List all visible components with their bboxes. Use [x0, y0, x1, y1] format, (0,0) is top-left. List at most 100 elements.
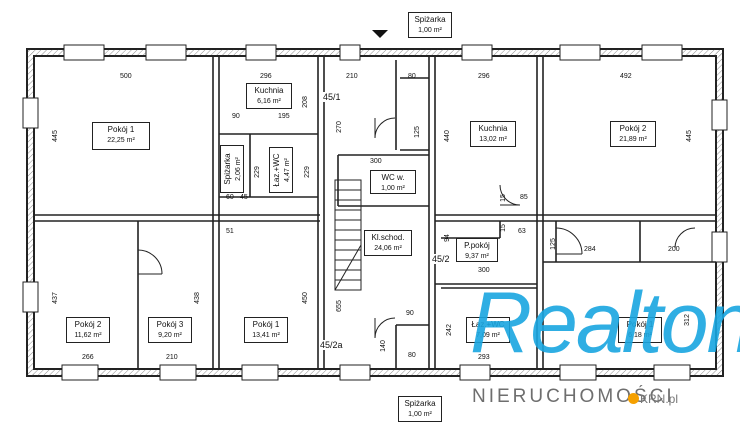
room-name: Pokój 1	[107, 125, 135, 134]
dimension-label: 500	[120, 73, 132, 80]
dimension-label: 242	[445, 324, 453, 336]
room-area: 4,47 m²	[284, 158, 291, 182]
dimension-label: 15	[499, 194, 507, 202]
room-name: Spiżarka	[404, 399, 436, 408]
room-kuchnia-e: Kuchnia 13,02 m²	[470, 121, 516, 147]
room-area: 22,25 m²	[107, 137, 135, 144]
dimension-label: 80	[408, 352, 416, 359]
dimension-label: 94	[443, 234, 451, 242]
dimension-label: 296	[260, 73, 272, 80]
room-area: 13,02 m²	[479, 136, 507, 143]
unit-label: 45/2	[432, 254, 450, 264]
dimension-label: 63	[518, 228, 526, 235]
dimension-label: 90	[406, 310, 414, 317]
room-area: 7,09 m²	[476, 332, 500, 339]
dimension-label: 440	[443, 130, 451, 142]
dimension-label: 284	[584, 246, 596, 253]
room-kuchnia-w: Kuchnia 6,16 m²	[246, 83, 292, 109]
room-name: Kuchnia	[254, 86, 284, 95]
room-lazienka-w: Łaz.+WC 4,47 m²	[269, 147, 293, 193]
room-pokoj2-ne: Pokój 2 21,89 m²	[610, 121, 656, 147]
room-name: Kl.schod.	[371, 233, 405, 242]
room-name: Pokój 1	[252, 320, 280, 329]
wall-hatch	[27, 49, 723, 376]
room-spizarka-bottom: Spiżarka 1,00 m²	[398, 396, 442, 422]
dimension-label: 300	[370, 158, 382, 165]
dimension-label: 15	[499, 224, 507, 232]
room-spizarka-w: Spiżarka 2,06 m²	[220, 145, 244, 193]
dimension-label: 450	[301, 292, 309, 304]
dimension-label: 438	[193, 292, 201, 304]
room-name: Pokój 2	[619, 124, 647, 133]
room-pokoj1-s: Pokój 1 13,41 m²	[244, 317, 288, 343]
room-area: 2,06 m²	[235, 157, 242, 181]
room-area: 1,00 m²	[381, 185, 405, 192]
dimension-label: 270	[335, 121, 343, 133]
dimension-label: 60	[226, 194, 234, 201]
dimension-label: 80	[408, 73, 416, 80]
room-pokoj1-se: Pokój 1 6,18 m²	[618, 317, 662, 343]
dimension-label: 492	[620, 73, 632, 80]
dimension-label: 200	[668, 246, 680, 253]
room-area: 6,16 m²	[257, 98, 281, 105]
room-ppokoj: P.pokój 9,37 m²	[456, 238, 498, 262]
unit-label: 45/1	[323, 92, 341, 102]
room-name: WC w.	[381, 173, 405, 182]
realton-watermark: Realton NIERUCHOMOŚCI	[470, 278, 740, 429]
dimension-label: 445	[685, 130, 693, 142]
door-swings	[137, 117, 696, 339]
dimension-label: 300	[478, 267, 490, 274]
unit-label: 45/2a	[320, 340, 343, 350]
dimension-label: 140	[379, 340, 387, 352]
dimension-label: 90	[232, 113, 240, 120]
room-area: 6,18 m²	[628, 332, 652, 339]
watermark-tagline: NIERUCHOMOŚCI	[472, 386, 675, 407]
room-name: Spiżarka	[223, 153, 232, 185]
room-area: 1,00 m²	[418, 27, 442, 34]
dimension-label: 45	[240, 194, 248, 201]
room-pokoj1-nw: Pokój 1 22,25 m²	[92, 122, 150, 150]
dimension-label: 229	[303, 166, 311, 178]
dimension-label: 195	[278, 113, 290, 120]
dimension-label: 85	[520, 194, 528, 201]
room-area: 11,62 m²	[74, 332, 102, 339]
dimension-label: 296	[478, 73, 490, 80]
interior-walls	[34, 56, 716, 369]
dimension-label: 229	[253, 166, 261, 178]
room-pokoj2-sw: Pokój 2 11,62 m²	[66, 317, 110, 343]
room-pokoj3: Pokój 3 9,20 m²	[148, 317, 192, 343]
room-name: P.pokój	[464, 241, 490, 250]
room-wc: WC w. 1,00 m²	[370, 170, 416, 194]
room-spizarka-top: Spiżarka 1,00 m²	[408, 12, 452, 38]
dimension-label: 210	[166, 354, 178, 361]
room-name: Spiżarka	[414, 15, 446, 24]
room-area: 24,06 m²	[374, 245, 402, 252]
dimension-label: 293	[478, 354, 490, 361]
room-lazienka-e: Łaz.+WC 7,09 m²	[466, 317, 510, 343]
room-area: 1,00 m²	[408, 411, 432, 418]
dimension-label: 125	[413, 126, 421, 138]
dimension-label: 655	[335, 300, 343, 312]
dimension-label: 51	[226, 228, 234, 235]
dimension-label: 266	[82, 354, 94, 361]
room-name: Pokój 3	[156, 320, 184, 329]
room-area: 9,37 m²	[465, 253, 489, 260]
krn-logo-icon	[628, 393, 639, 404]
staircase	[334, 179, 362, 291]
dimension-label: 125	[549, 238, 557, 250]
dimension-label: 445	[51, 130, 59, 142]
dimension-label: 208	[301, 96, 309, 108]
room-area: 13,41 m²	[252, 332, 280, 339]
room-name: Kuchnia	[478, 124, 508, 133]
dimension-label: 437	[51, 292, 59, 304]
dimension-label: 210	[346, 73, 358, 80]
watermark-brand: Realton	[470, 275, 740, 371]
room-klatka: Kl.schod. 24,06 m²	[364, 230, 412, 256]
room-name: Pokój 1	[626, 320, 654, 329]
room-area: 9,20 m²	[158, 332, 182, 339]
windows	[22, 44, 728, 381]
room-name: Pokój 2	[74, 320, 102, 329]
room-name: Łaz.+WC	[471, 320, 505, 329]
entrance-arrow-icon	[372, 30, 388, 38]
